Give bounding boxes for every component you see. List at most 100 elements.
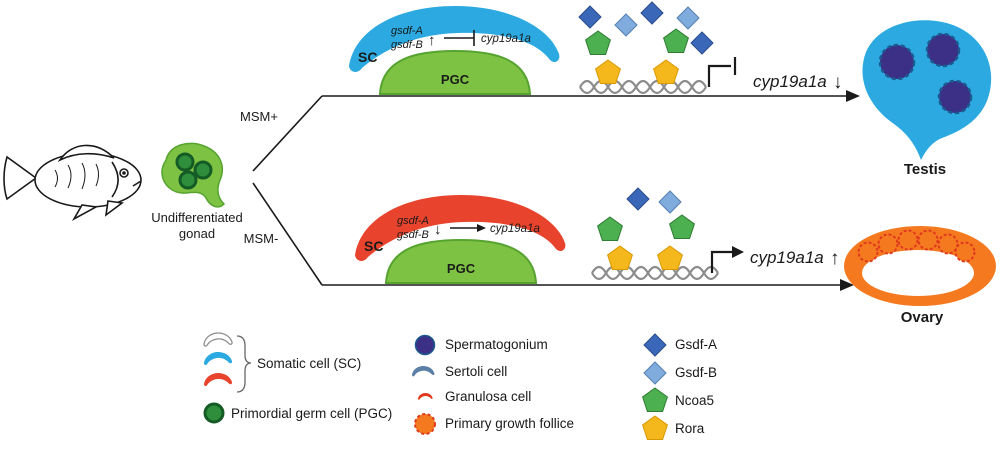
dna-complex-top: cyp19a1a ↓ (578, 1, 843, 95)
gene-regulation-top: gsdf-A gsdf-B ↑ cyp19a1a (391, 25, 531, 51)
legend: Somatic cell (SC) Primordial germ cell (… (203, 332, 717, 440)
legend-gsdf-b-label: Gsdf-B (675, 365, 717, 380)
gsdf-b-gene-label: gsdf-B (391, 39, 423, 51)
legend-follicle-icon (414, 413, 436, 435)
promoter-active-icon (710, 250, 732, 273)
legend-sertoli-icon (411, 366, 435, 377)
ncoa5-molecule (597, 216, 623, 241)
gsdf-a-molecule (626, 187, 650, 211)
legend-somatic-cell-label: Somatic cell (SC) (257, 356, 361, 371)
fish-tail (3, 155, 38, 201)
target-gene-label-bottom: cyp19a1a (490, 223, 540, 235)
gene-up-arrow: ↑ (428, 32, 436, 49)
rora-molecule (595, 59, 621, 84)
gsdf-a-gene-label: gsdf-A (391, 25, 423, 37)
ovary-lumen (862, 250, 974, 296)
gsdf-a-molecule (690, 31, 714, 55)
fish-dorsal-fin (57, 144, 115, 163)
ncoa5-molecule (585, 30, 611, 55)
testis-label: Testis (904, 161, 946, 178)
gsdf-b-molecule (658, 190, 682, 214)
cell-diagram-bottom: SC PGC gsdf-A gsdf-B ↓ cyp19a1a (355, 195, 566, 284)
gsdf-a-gene-label: gsdf-A (397, 215, 429, 227)
spermatogonium (925, 32, 961, 68)
spermatogonium (937, 79, 973, 115)
testis-diagram: Testis (862, 20, 992, 178)
follicle (897, 229, 919, 251)
pathway-arrows (252, 95, 846, 286)
fish-illustration (3, 144, 142, 222)
testis-shape (862, 20, 992, 160)
promoter-blocked-icon (707, 64, 731, 87)
ncoa5-molecule (669, 214, 695, 239)
gonad-label-line1: Undifferentiated (151, 210, 243, 225)
follicle (877, 233, 899, 255)
gsdf-a-molecule (640, 1, 664, 25)
gsdf-b-molecule (614, 13, 638, 37)
branch-line-top (252, 95, 323, 172)
dna-helix-bottom (590, 265, 720, 281)
msm-plus-label: MSM+ (240, 109, 278, 124)
arrowhead-top (846, 90, 860, 102)
gene-regulation-bottom: gsdf-A gsdf-B ↓ cyp19a1a (397, 215, 540, 241)
rora-molecule (653, 59, 679, 84)
rora-molecule (607, 245, 633, 270)
activation-arrowhead (477, 224, 486, 232)
pgc-label-top: PGC (441, 72, 470, 87)
outcome-arrow-bottom: ↑ (830, 248, 840, 269)
germ-cell (193, 160, 213, 180)
dna-helix-top (578, 79, 708, 95)
legend-spermatogonium-label: Spermatogonium (445, 337, 548, 352)
outcome-gene-top: cyp19a1a (753, 72, 827, 91)
undifferentiated-gonad: Undifferentiated gonad (151, 142, 243, 241)
msm-minus-label: MSM- (244, 231, 279, 246)
sc-label-top: SC (358, 49, 377, 65)
pgc-label-bottom: PGC (447, 261, 476, 276)
arrowhead-bottom (840, 279, 854, 291)
somatic-cell-white-icon (203, 332, 233, 347)
ovary-label: Ovary (901, 309, 944, 326)
fish-body (34, 152, 142, 208)
follicle (937, 233, 959, 255)
gonad-label-line2: gonad (179, 226, 215, 241)
gsdf-b-molecule (676, 6, 700, 30)
legend-sertoli-label: Sertoli cell (445, 364, 507, 379)
germ-cell (178, 170, 198, 190)
fish-eye-pupil (122, 171, 126, 175)
legend-gsdf-a-icon (643, 333, 667, 357)
legend-spermatogonium-icon (414, 334, 436, 356)
target-gene-label-top: cyp19a1a (481, 33, 531, 45)
legend-gsdf-b-icon (643, 361, 667, 385)
fish-pelvic-fin (71, 204, 99, 222)
legend-gsdf-a-label: Gsdf-A (675, 337, 717, 352)
legend-rora-label: Rora (675, 421, 705, 436)
cell-diagram-top: SC PGC gsdf-A gsdf-B ↑ cyp19a1a (349, 6, 560, 95)
legend-follicle-label: Primary growth follice (445, 416, 574, 431)
somatic-cell-blue-icon (203, 352, 233, 366)
follicle (857, 241, 879, 263)
legend-pgc-label: Primordial germ cell (PGC) (231, 406, 392, 421)
outcome-arrow-top: ↓ (833, 72, 843, 93)
follicle (954, 241, 976, 263)
gsdf-b-gene-label: gsdf-B (397, 229, 429, 241)
fish-mouth (132, 180, 142, 187)
legend-ncoa5-label: Ncoa5 (675, 393, 714, 408)
fish-scales (54, 162, 99, 190)
legend-ncoa5-icon (642, 387, 668, 412)
legend-rora-icon (642, 415, 668, 440)
legend-granulosa-icon (417, 393, 433, 400)
rora-molecule (657, 245, 683, 270)
dna-complex-bottom: cyp19a1a ↑ (590, 187, 840, 281)
promoter-arrowhead (732, 246, 744, 258)
ovary-diagram: Ovary (844, 226, 996, 326)
somatic-cell-red-icon (203, 373, 233, 387)
legend-granulosa-label: Granulosa cell (445, 389, 531, 404)
fish-gill (111, 161, 119, 198)
ncoa5-molecule (663, 28, 689, 53)
follicle (917, 229, 939, 251)
spermatogonium (878, 43, 916, 81)
branch-line-bottom (252, 182, 323, 286)
sc-label-bottom: SC (364, 238, 383, 254)
